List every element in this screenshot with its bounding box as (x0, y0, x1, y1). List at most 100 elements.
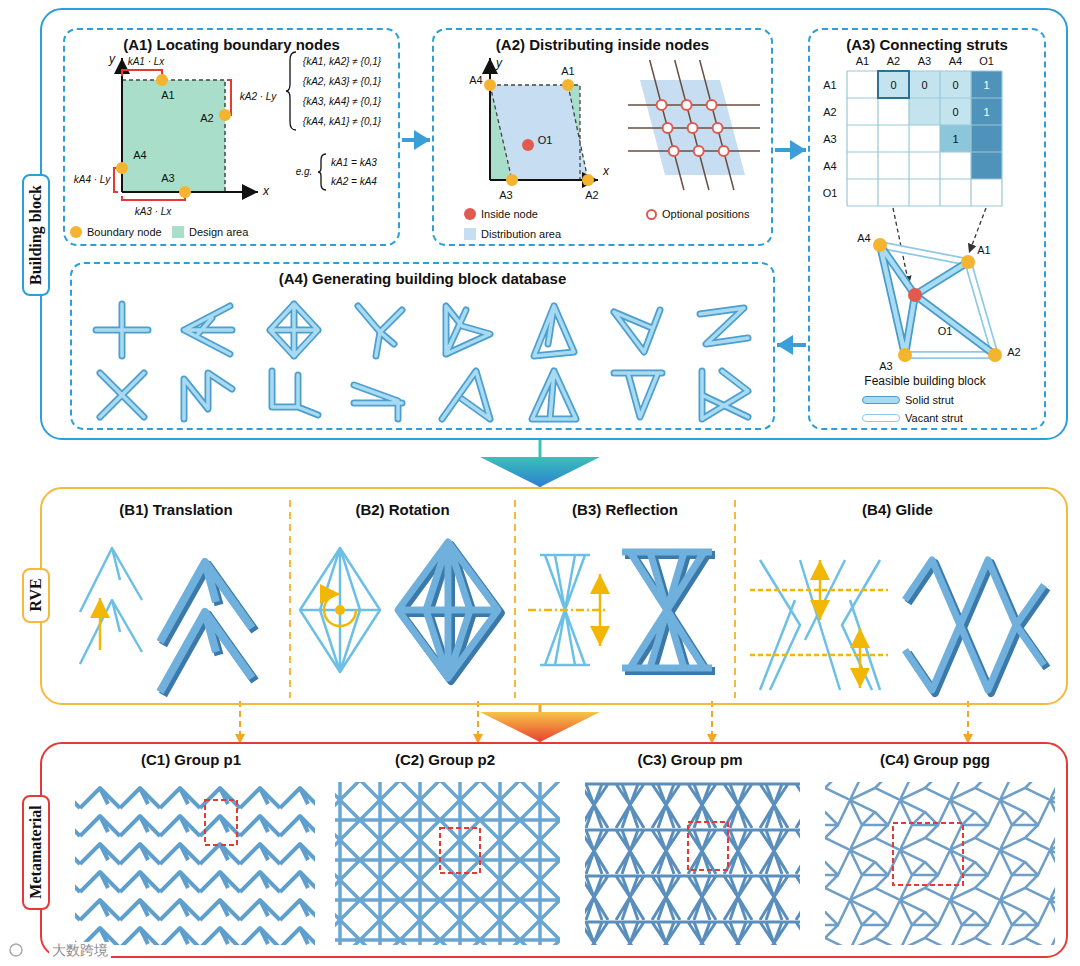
connectivity-matrix (909, 71, 940, 98)
matrix-header: A1 (856, 55, 869, 68)
building-block-database (96, 304, 748, 419)
group-section: (C2) Group p2 (320, 745, 570, 955)
matrix-header: O1 (979, 55, 994, 68)
legend-swatch (172, 226, 184, 238)
feasible-block-figure (880, 245, 995, 355)
connectivity-matrix (971, 98, 1002, 125)
distribution-area-figure (688, 123, 698, 133)
distribution-area-figure (707, 100, 717, 110)
section-heading: (C4) Group pgg (880, 751, 990, 768)
node-label: A2 (585, 189, 598, 202)
watermark-icon (10, 944, 22, 956)
pointer-arrow (239, 701, 241, 744)
design-area-figure (179, 186, 191, 198)
node-label: A2 (200, 112, 213, 125)
pointer-arrow (477, 701, 479, 744)
figure-caption: Feasible building block (864, 375, 985, 389)
pointer-arrow (967, 701, 969, 744)
node-label: A1 (161, 89, 174, 102)
connectivity-matrix (847, 71, 1002, 206)
node-label: A2 (1007, 346, 1020, 359)
design-area-figure (114, 70, 231, 200)
feasible-block-figure (880, 245, 995, 355)
node-label: A4 (133, 149, 146, 162)
distribution-area-figure (657, 100, 667, 110)
operation-section: (B4) Glide (735, 495, 1060, 700)
rve-thick-figure (622, 552, 712, 668)
rve-thick-figure (905, 560, 1044, 690)
rve-divider (289, 500, 291, 698)
distribution-area-figure (682, 100, 692, 110)
rve-divider (290, 500, 735, 698)
connectivity-matrix (940, 98, 971, 125)
matrix-cell: 0 (890, 78, 896, 91)
legend-text: Solid strut (905, 394, 954, 406)
section-heading: (A2) Distributing inside nodes (496, 36, 709, 53)
building-block-database (96, 304, 748, 419)
group-section: (C4) Group pgg (810, 745, 1060, 955)
node-label: O1 (538, 134, 553, 147)
rve-thick-figure (160, 542, 1047, 695)
symmetry-annotation (528, 609, 608, 612)
stage-arrow (539, 705, 542, 742)
axis-label: x (603, 165, 609, 179)
watermark: 大数跨境 (49, 942, 111, 958)
design-area-figure (286, 52, 296, 130)
axis-label: y (109, 53, 115, 67)
group-section: (C1) Group p1 (62, 745, 320, 955)
rve-divider (514, 500, 516, 698)
matrix-header: A2 (887, 55, 900, 68)
section-heading: (C3) Group pm (638, 751, 743, 768)
distribution-area-figure (694, 146, 704, 156)
constraint-formula: {kA3, kA4} ≠ {0,1} (303, 96, 381, 108)
axis-label: y (496, 57, 502, 71)
symmetry-annotation (99, 598, 102, 650)
distribution-area-figure (484, 58, 760, 190)
feasible-block-figure (873, 238, 1002, 362)
feasible-block-figure (880, 245, 995, 355)
distribution-area-figure (562, 79, 574, 91)
design-area-figure (318, 154, 326, 190)
legend-sample (646, 209, 657, 220)
legend-text: Inside node (481, 208, 538, 220)
rve-thin-figure (760, 560, 880, 690)
operation-section: (B1) Translation (62, 495, 290, 700)
rve-thin-figure (300, 548, 380, 672)
stage-label: RVE (27, 578, 45, 611)
connectivity-matrix (940, 71, 971, 98)
symmetry-annotation (324, 594, 356, 626)
matrix-header: A4 (823, 159, 836, 172)
design-area-figure (156, 74, 168, 86)
feasible-block-figure (880, 245, 995, 355)
symmetry-annotation (599, 574, 602, 646)
distribution-area-figure (628, 60, 760, 190)
rve-thick-figure (398, 542, 498, 678)
design-area-figure (122, 80, 225, 192)
legend-item: Inside node (464, 208, 538, 220)
matrix-header: A2 (823, 105, 836, 118)
pointer-arrow (711, 701, 713, 744)
section-heading: (B4) Glide (862, 501, 933, 518)
dimension-label: kA2 · Ly (240, 91, 277, 103)
metamaterial-lattice (75, 782, 1055, 945)
matrix-header: A4 (949, 55, 962, 68)
matrix-cell: 0 (952, 105, 958, 118)
dimension-label: kA4 · Ly (74, 174, 111, 186)
node-label: A3 (161, 172, 174, 185)
matrix-header: O1 (823, 186, 838, 199)
section-heading: (A1) Locating boundary nodes (123, 36, 340, 53)
distribution-area-figure (657, 100, 729, 156)
distribution-area-figure (663, 123, 673, 133)
matrix-header: A1 (823, 78, 836, 91)
stage-panel: RVE(B1) Translation(B2) Rotation(B3) Ref… (40, 487, 1068, 705)
rve-divider (734, 500, 736, 698)
flow-arrow (777, 343, 806, 347)
feasible-block-figure (880, 245, 995, 355)
section-heading: (B3) Reflection (572, 501, 678, 518)
node-label: A4 (469, 74, 482, 87)
dimension-label: kA1 · Lx (128, 56, 165, 68)
symmetry-annotation (100, 560, 888, 688)
rve-thick-figure (160, 562, 252, 692)
watermark-icon (10, 944, 22, 956)
feasible-block-figure (880, 245, 995, 355)
